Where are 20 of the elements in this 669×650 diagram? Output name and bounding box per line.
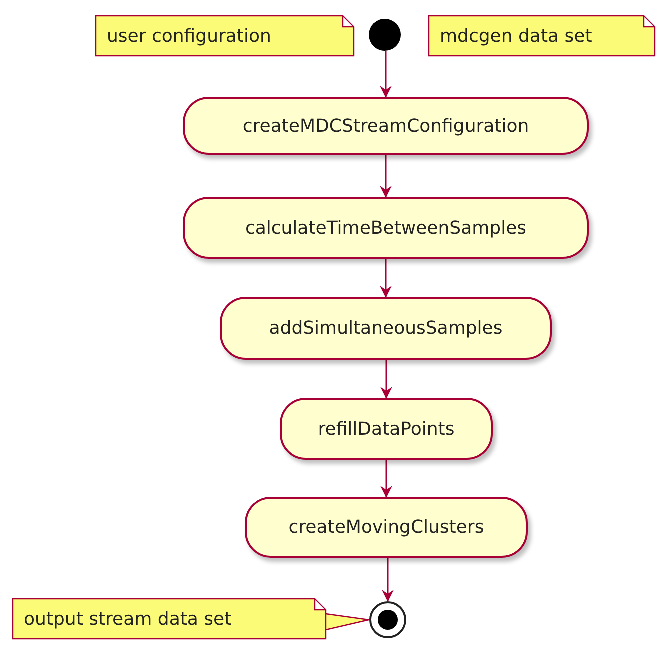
note-text: mdcgen data set	[440, 24, 592, 48]
activity-box: createMDCStreamConfiguration	[183, 97, 589, 155]
arrow	[380, 259, 392, 298]
note-text: user configuration	[107, 24, 272, 48]
end-node	[369, 601, 407, 639]
arrow	[380, 360, 392, 399]
note	[95, 15, 355, 57]
activity-box: createMovingClusters	[245, 497, 528, 558]
activity-box: calculateTimeBetweenSamples	[183, 197, 589, 259]
arrow	[380, 460, 392, 498]
note-text: output stream data set	[24, 608, 232, 632]
activity-box: refillDataPoints	[280, 398, 493, 460]
note	[12, 598, 327, 640]
arrow	[382, 558, 394, 602]
note	[428, 15, 656, 57]
activity-box: addSimultaneousSamples	[220, 297, 552, 360]
arrow	[380, 51, 392, 98]
start-node	[369, 19, 401, 51]
arrow	[380, 155, 392, 198]
leader-line	[325, 613, 370, 631]
